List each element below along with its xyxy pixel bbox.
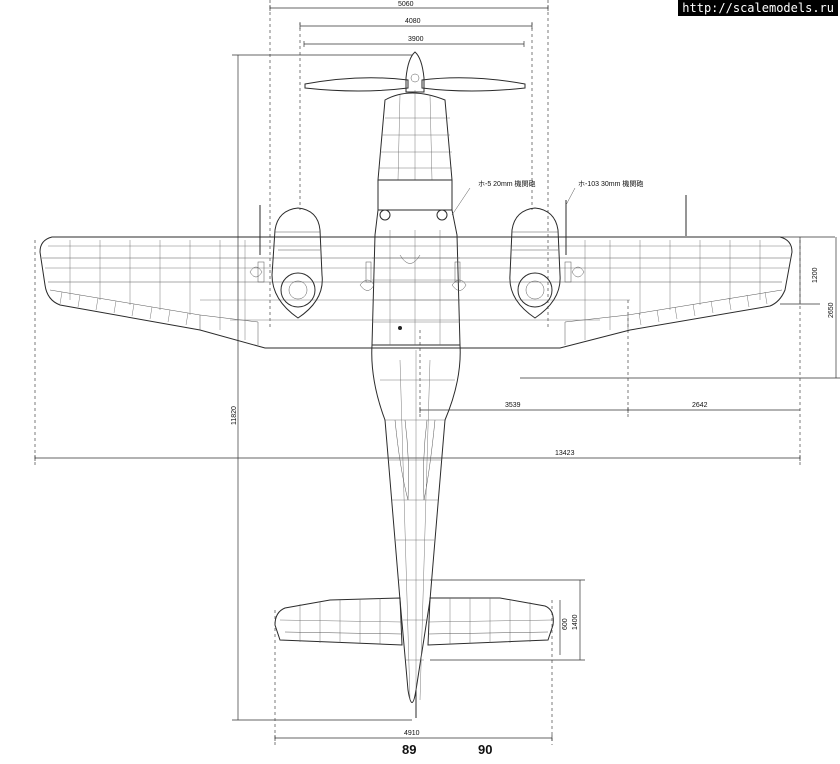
dim-tail-chord-1: 600	[562, 618, 569, 630]
dimension-labels: 5060 4080 3900 11820 13423 3539 2642 120…	[231, 1, 835, 737]
center-fuselage	[359, 209, 467, 346]
dim-chord-1: 1200	[812, 267, 819, 283]
propeller	[304, 51, 526, 93]
aircraft	[39, 51, 793, 718]
callout-leaders	[451, 187, 576, 216]
page-number-left: 89	[402, 742, 416, 757]
wing-outline	[39, 236, 793, 349]
dim-inner-span: 3539	[505, 402, 521, 409]
callout-left-gun: ホ-5 20mm 機関砲	[478, 179, 536, 188]
dim-outer-span: 2642	[692, 402, 708, 409]
site-watermark: http://scalemodels.ru	[678, 0, 838, 16]
right-nacelle	[509, 207, 585, 319]
horizontal-tail	[274, 597, 554, 646]
dim-top-width-2: 4080	[405, 18, 421, 25]
dim-tail-chord-2: 1400	[572, 614, 579, 630]
engine-cowling	[377, 90, 453, 221]
dim-top-width-1: 5060	[398, 1, 414, 8]
rear-fuselage	[371, 344, 461, 718]
dim-tail-span: 4910	[404, 730, 420, 737]
callout-right-gun: ホ-103 30mm 機関砲	[578, 179, 643, 188]
left-nacelle	[249, 207, 323, 319]
page-number-right: 90	[478, 742, 492, 757]
dimension-lines	[34, 0, 840, 745]
wing-panel-grid	[45, 240, 790, 340]
dim-chord-2: 2650	[828, 302, 835, 318]
gun-barrels	[259, 195, 687, 255]
dim-prop-span: 3900	[408, 36, 424, 43]
dim-wingspan: 13423	[555, 450, 575, 457]
dim-length: 11820	[231, 406, 238, 425]
